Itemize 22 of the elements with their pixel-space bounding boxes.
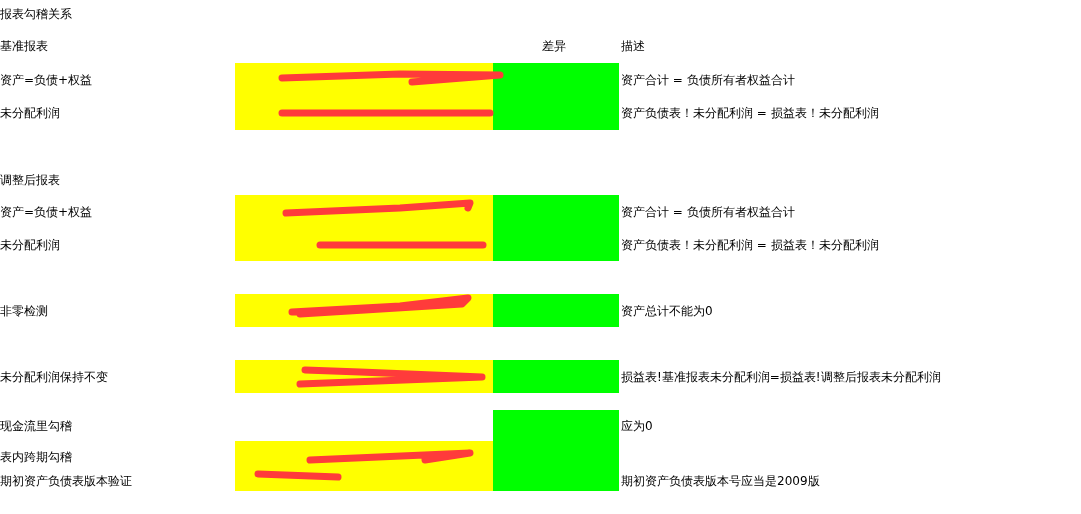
description-text: 资产合计 = 负债所有者权益合计	[621, 72, 795, 88]
table-title: 报表勾稽关系	[0, 6, 72, 22]
description-text: 资产负债表！未分配利润 = 损益表！未分配利润	[621, 105, 879, 121]
section-heading: 基准报表	[0, 38, 48, 54]
description-text: 资产合计 = 负债所有者权益合计	[621, 204, 795, 220]
description-text: 应为0	[621, 418, 653, 434]
row-label: 现金流里勾稽	[0, 418, 72, 434]
section-heading: 调整后报表	[0, 172, 60, 188]
column-header: 描述	[621, 38, 645, 54]
description-text: 损益表!基准报表未分配利润=损益表!调整后报表未分配利润	[621, 369, 941, 385]
row-label: 未分配利润保持不变	[0, 369, 108, 385]
column-header: 差异	[542, 38, 566, 54]
row-label: 未分配利润	[0, 237, 60, 253]
row-label: 期初资产负债表版本验证	[0, 473, 132, 489]
description-text: 期初资产负债表版本号应当是2009版	[621, 473, 820, 489]
row-label: 非零检测	[0, 303, 48, 319]
row-label: 未分配利润	[0, 105, 60, 121]
description-text: 资产总计不能为0	[621, 303, 713, 319]
description-text: 资产负债表！未分配利润 = 损益表！未分配利润	[621, 237, 879, 253]
row-label: 资产=负债+权益	[0, 72, 93, 88]
row-label: 表内跨期勾稽	[0, 449, 72, 465]
row-label: 资产=负债+权益	[0, 204, 93, 220]
